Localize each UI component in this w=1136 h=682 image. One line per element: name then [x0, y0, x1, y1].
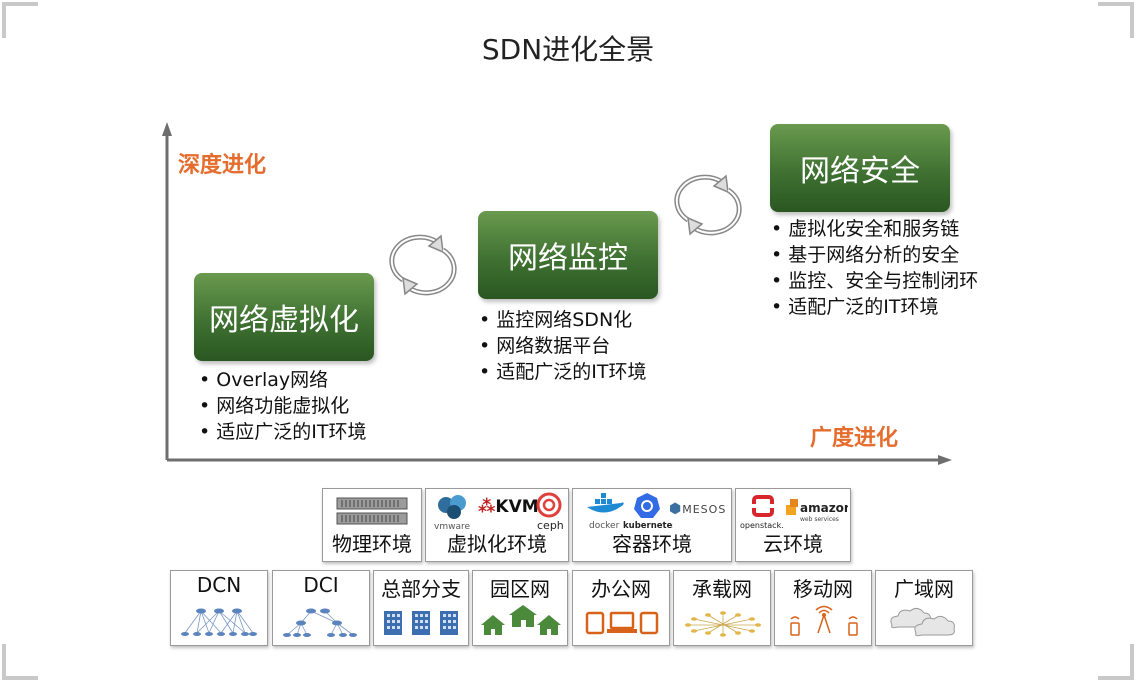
y-axis-label: 深度进化	[178, 153, 267, 178]
net-label: DCN	[196, 573, 242, 597]
env-label: 虚拟化环境	[447, 532, 547, 556]
mesos-logo-icon: ⬢MESOS	[669, 501, 727, 517]
env-label: 物理环境	[332, 532, 412, 556]
stage-title: 网络安全	[800, 154, 920, 189]
frame-corner-bottom-right	[1098, 644, 1134, 680]
net-label: 园区网	[490, 577, 550, 601]
net-campus: 园区网	[472, 570, 568, 646]
net-dci: DCI	[272, 570, 370, 646]
laptop-icon	[585, 611, 659, 635]
bullet-item: 监控网络SDN化	[479, 307, 646, 333]
vmware-logo-icon: vmware	[434, 495, 470, 531]
webservices-text: web services	[800, 516, 839, 523]
env-virtualization: vmware ⁂KVM ceph 虚拟化环境	[425, 488, 569, 562]
net-wan: 广域网	[875, 570, 973, 646]
cloud-icon	[890, 607, 955, 637]
net-office: 办公网	[572, 570, 670, 646]
stage-bullets-3: 虚拟化安全和服务链 基于网络分析的安全 监控、安全与控制闭环 适配广泛的IT环境	[771, 216, 978, 320]
net-label: 广域网	[894, 577, 954, 601]
stage-bullets-1: Overlay网络 网络功能虚拟化 适应广泛的IT环境	[199, 367, 366, 445]
mesos-text: MESOS	[682, 503, 727, 516]
bullet-item: 基于网络分析的安全	[771, 242, 978, 268]
x-axis-label: 广度进化	[810, 426, 899, 451]
frame-corner-bottom-left	[2, 644, 38, 680]
bullet-item: 虚拟化安全和服务链	[771, 216, 978, 242]
env-container: docker kubernetes ⬢MESOS 容器环境	[572, 488, 732, 562]
radio-tower-icon	[790, 605, 858, 636]
bullet-item: 适配广泛的IT环境	[479, 359, 646, 385]
bullet-item: 适配广泛的IT环境	[771, 294, 978, 320]
kvm-text: KVM	[495, 497, 539, 517]
env-physical: 物理环境	[322, 488, 422, 562]
stage-bullets-2: 监控网络SDN化 网络数据平台 适配广泛的IT环境	[479, 307, 646, 385]
network-interconnect-icon	[283, 608, 357, 637]
net-carrier: 承载网	[673, 570, 771, 646]
kubernetes-text: kubernetes	[623, 521, 673, 531]
stage-box-network-security: 网络安全	[770, 124, 950, 212]
stage-title: 网络监控	[508, 241, 628, 276]
vmware-text: vmware	[434, 522, 470, 531]
building-icon	[384, 611, 458, 635]
net-label: DCI	[303, 573, 339, 597]
stage-title: 网络虚拟化	[209, 303, 359, 338]
env-cloud: openstack. amazon web services 云环境	[735, 488, 851, 562]
bullet-item: 网络数据平台	[479, 333, 646, 359]
page-title: SDN进化全景	[481, 33, 655, 66]
docker-logo-icon: docker	[587, 493, 624, 531]
ceph-text: ceph	[537, 519, 564, 532]
net-label: 总部分支	[381, 577, 461, 601]
kubernetes-logo-icon: kubernetes	[623, 493, 673, 531]
net-hq-branch: 总部分支	[373, 570, 469, 646]
net-mobile: 移动网	[774, 570, 872, 646]
stage-box-network-virtualization: 网络虚拟化	[194, 273, 374, 361]
stage-box-network-monitoring: 网络监控	[478, 211, 658, 299]
network-topology-icon	[181, 608, 257, 636]
amazon-logo-icon: amazon web services	[786, 499, 848, 523]
docker-text: docker	[589, 521, 620, 531]
env-label: 云环境	[763, 532, 823, 556]
frame-corner-top-right	[1098, 2, 1134, 38]
amazon-text: amazon	[800, 501, 848, 515]
server-rack-icon	[336, 497, 408, 525]
cycle-arrows-icon	[389, 234, 457, 296]
ceph-logo-icon: ceph	[536, 492, 564, 532]
frame-corner-top-left	[2, 2, 38, 38]
network-mesh-icon	[685, 611, 761, 637]
bullet-item: 网络功能虚拟化	[199, 393, 366, 419]
cycle-arrows-icon	[674, 174, 742, 236]
env-label: 容器环境	[612, 532, 692, 556]
bullet-item: 适应广泛的IT环境	[199, 419, 366, 445]
bullet-item: 监控、安全与控制闭环	[771, 268, 978, 294]
openstack-text: openstack.	[740, 521, 784, 530]
kvm-logo-icon: ⁂KVM	[478, 497, 539, 517]
openstack-logo-icon: openstack.	[740, 495, 784, 530]
net-label: 承载网	[692, 577, 752, 601]
bullet-item: Overlay网络	[199, 367, 366, 393]
net-label: 移动网	[793, 577, 853, 601]
net-dcn: DCN	[170, 570, 268, 646]
net-label: 办公网	[591, 577, 651, 601]
house-icon	[481, 605, 561, 635]
